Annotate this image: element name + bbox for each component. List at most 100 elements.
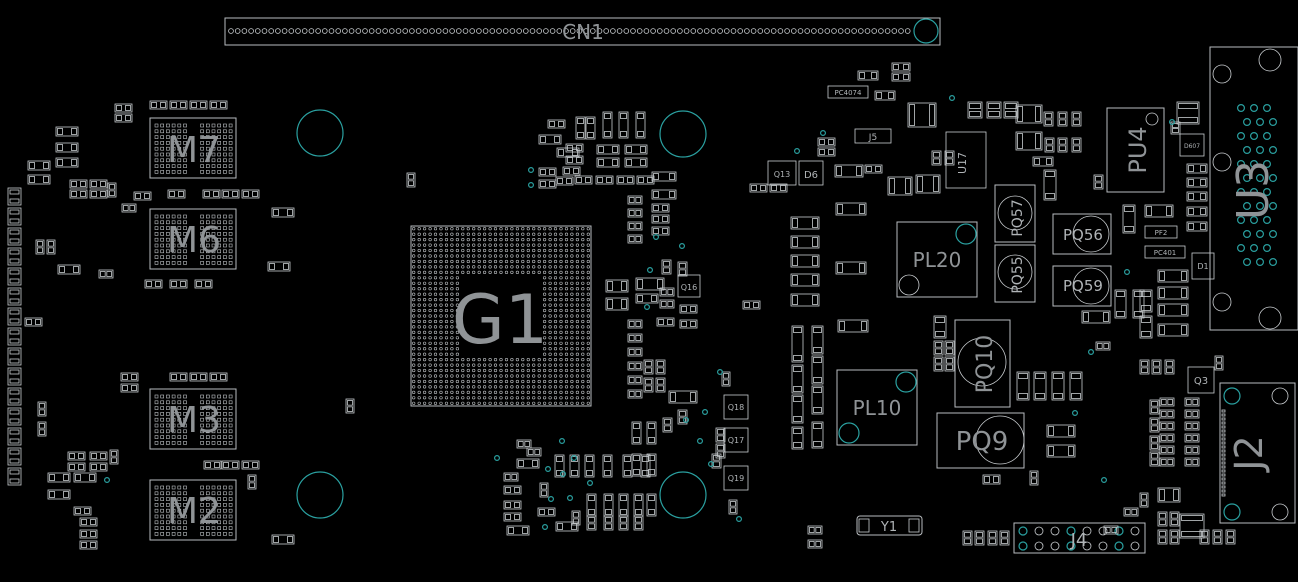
mosfet-pq56[interactable]: PQ56: [1052, 213, 1112, 255]
smd-component[interactable]: [555, 521, 579, 532]
smd-component[interactable]: [569, 454, 580, 478]
smd-component[interactable]: [791, 364, 804, 394]
smd-component[interactable]: [1069, 371, 1083, 401]
smd-component[interactable]: [241, 189, 260, 199]
smd-component[interactable]: [169, 279, 188, 289]
smd-component[interactable]: [627, 347, 643, 357]
smd-component[interactable]: [982, 474, 1001, 485]
smd-component[interactable]: [69, 189, 88, 199]
smd-component[interactable]: [133, 191, 152, 201]
smd-component[interactable]: [1123, 507, 1139, 517]
smd-component[interactable]: [120, 372, 139, 382]
smd-component[interactable]: [1032, 156, 1054, 167]
smd-component[interactable]: [1199, 529, 1210, 545]
smd-component[interactable]: [596, 157, 620, 168]
smd-component[interactable]: [1157, 487, 1181, 503]
smd-component[interactable]: [7, 307, 22, 326]
smd-component[interactable]: [1033, 371, 1047, 401]
smd-component[interactable]: [627, 375, 643, 385]
smd-component[interactable]: [651, 214, 670, 224]
smd-component[interactable]: [891, 72, 911, 82]
smd-component[interactable]: [506, 525, 530, 536]
smd-component[interactable]: [1057, 137, 1068, 153]
smd-component[interactable]: [1157, 303, 1189, 317]
transistor-q16[interactable]: Q16: [677, 274, 701, 298]
smd-component[interactable]: [221, 460, 240, 470]
diode-d607[interactable]: D607: [1179, 133, 1205, 157]
smd-component[interactable]: [811, 355, 824, 385]
smd-component[interactable]: [857, 70, 879, 81]
smd-component[interactable]: [791, 426, 804, 450]
smd-component[interactable]: [791, 325, 804, 363]
smd-component[interactable]: [1149, 451, 1160, 467]
ic-u17[interactable]: U17: [945, 131, 987, 189]
smd-component[interactable]: [574, 175, 593, 185]
smd-component[interactable]: [1043, 111, 1054, 127]
smd-component[interactable]: [646, 493, 657, 517]
smd-component[interactable]: [635, 277, 665, 291]
smd-component[interactable]: [7, 287, 22, 306]
smd-component[interactable]: [891, 62, 911, 72]
smd-component[interactable]: [602, 111, 613, 139]
smd-component[interactable]: [817, 147, 836, 157]
smd-component[interactable]: [1184, 433, 1200, 443]
smd-component[interactable]: [503, 485, 522, 495]
smd-component[interactable]: [1169, 529, 1180, 545]
smd-component[interactable]: [1184, 397, 1200, 407]
smd-component[interactable]: [651, 226, 670, 236]
transistor-q17[interactable]: Q17: [723, 427, 749, 453]
smd-component[interactable]: [987, 530, 998, 546]
smd-component[interactable]: [1184, 457, 1200, 467]
smd-component[interactable]: [715, 427, 726, 443]
smd-component[interactable]: [1212, 529, 1223, 545]
smd-component[interactable]: [711, 453, 722, 469]
smd-component[interactable]: [790, 216, 820, 230]
smd-component[interactable]: [1149, 435, 1160, 451]
smd-component[interactable]: [1151, 359, 1162, 375]
smd-component[interactable]: [616, 175, 635, 185]
smd-component[interactable]: [7, 267, 22, 286]
smd-component[interactable]: [67, 451, 86, 461]
smd-component[interactable]: [538, 134, 562, 145]
smd-component[interactable]: [1157, 286, 1189, 300]
transistor-q13[interactable]: Q13: [767, 160, 797, 186]
smd-component[interactable]: [618, 111, 629, 139]
smd-component[interactable]: [835, 202, 867, 216]
smd-component[interactable]: [790, 235, 820, 249]
fuse-pf2[interactable]: PF2: [1144, 225, 1178, 239]
crystal-y1[interactable]: Y1: [856, 515, 923, 536]
smd-component[interactable]: [1043, 169, 1057, 201]
smd-component[interactable]: [807, 525, 823, 535]
mosfet-pq9[interactable]: PQ9: [936, 412, 1025, 469]
smd-component[interactable]: [1157, 511, 1168, 527]
smd-component[interactable]: [109, 449, 119, 465]
smd-component[interactable]: [721, 371, 731, 387]
smd-component[interactable]: [627, 333, 643, 343]
smd-component[interactable]: [944, 150, 955, 166]
smd-component[interactable]: [241, 460, 260, 470]
smd-component[interactable]: [554, 454, 565, 478]
smd-component[interactable]: [537, 507, 556, 517]
smd-component[interactable]: [915, 174, 941, 194]
smd-component[interactable]: [655, 359, 666, 375]
smd-component[interactable]: [677, 409, 688, 425]
smd-component[interactable]: [864, 164, 883, 174]
smd-component[interactable]: [646, 453, 657, 477]
smd-component[interactable]: [944, 340, 955, 356]
smd-component[interactable]: [907, 102, 937, 128]
smd-component[interactable]: [7, 427, 22, 446]
smd-component[interactable]: [1179, 513, 1205, 539]
smd-component[interactable]: [1157, 529, 1168, 545]
smd-component[interactable]: [1016, 371, 1030, 401]
smd-component[interactable]: [1029, 470, 1039, 486]
smd-component[interactable]: [7, 327, 22, 346]
smd-component[interactable]: [1046, 444, 1076, 458]
smd-component[interactable]: [69, 179, 88, 189]
smd-component[interactable]: [1093, 174, 1104, 190]
smd-component[interactable]: [526, 447, 542, 457]
smd-component[interactable]: [602, 454, 613, 478]
smd-component[interactable]: [203, 460, 222, 470]
smd-component[interactable]: [605, 279, 629, 293]
connector-j2[interactable]: J2: [1219, 382, 1296, 524]
smd-component[interactable]: [1003, 101, 1019, 119]
